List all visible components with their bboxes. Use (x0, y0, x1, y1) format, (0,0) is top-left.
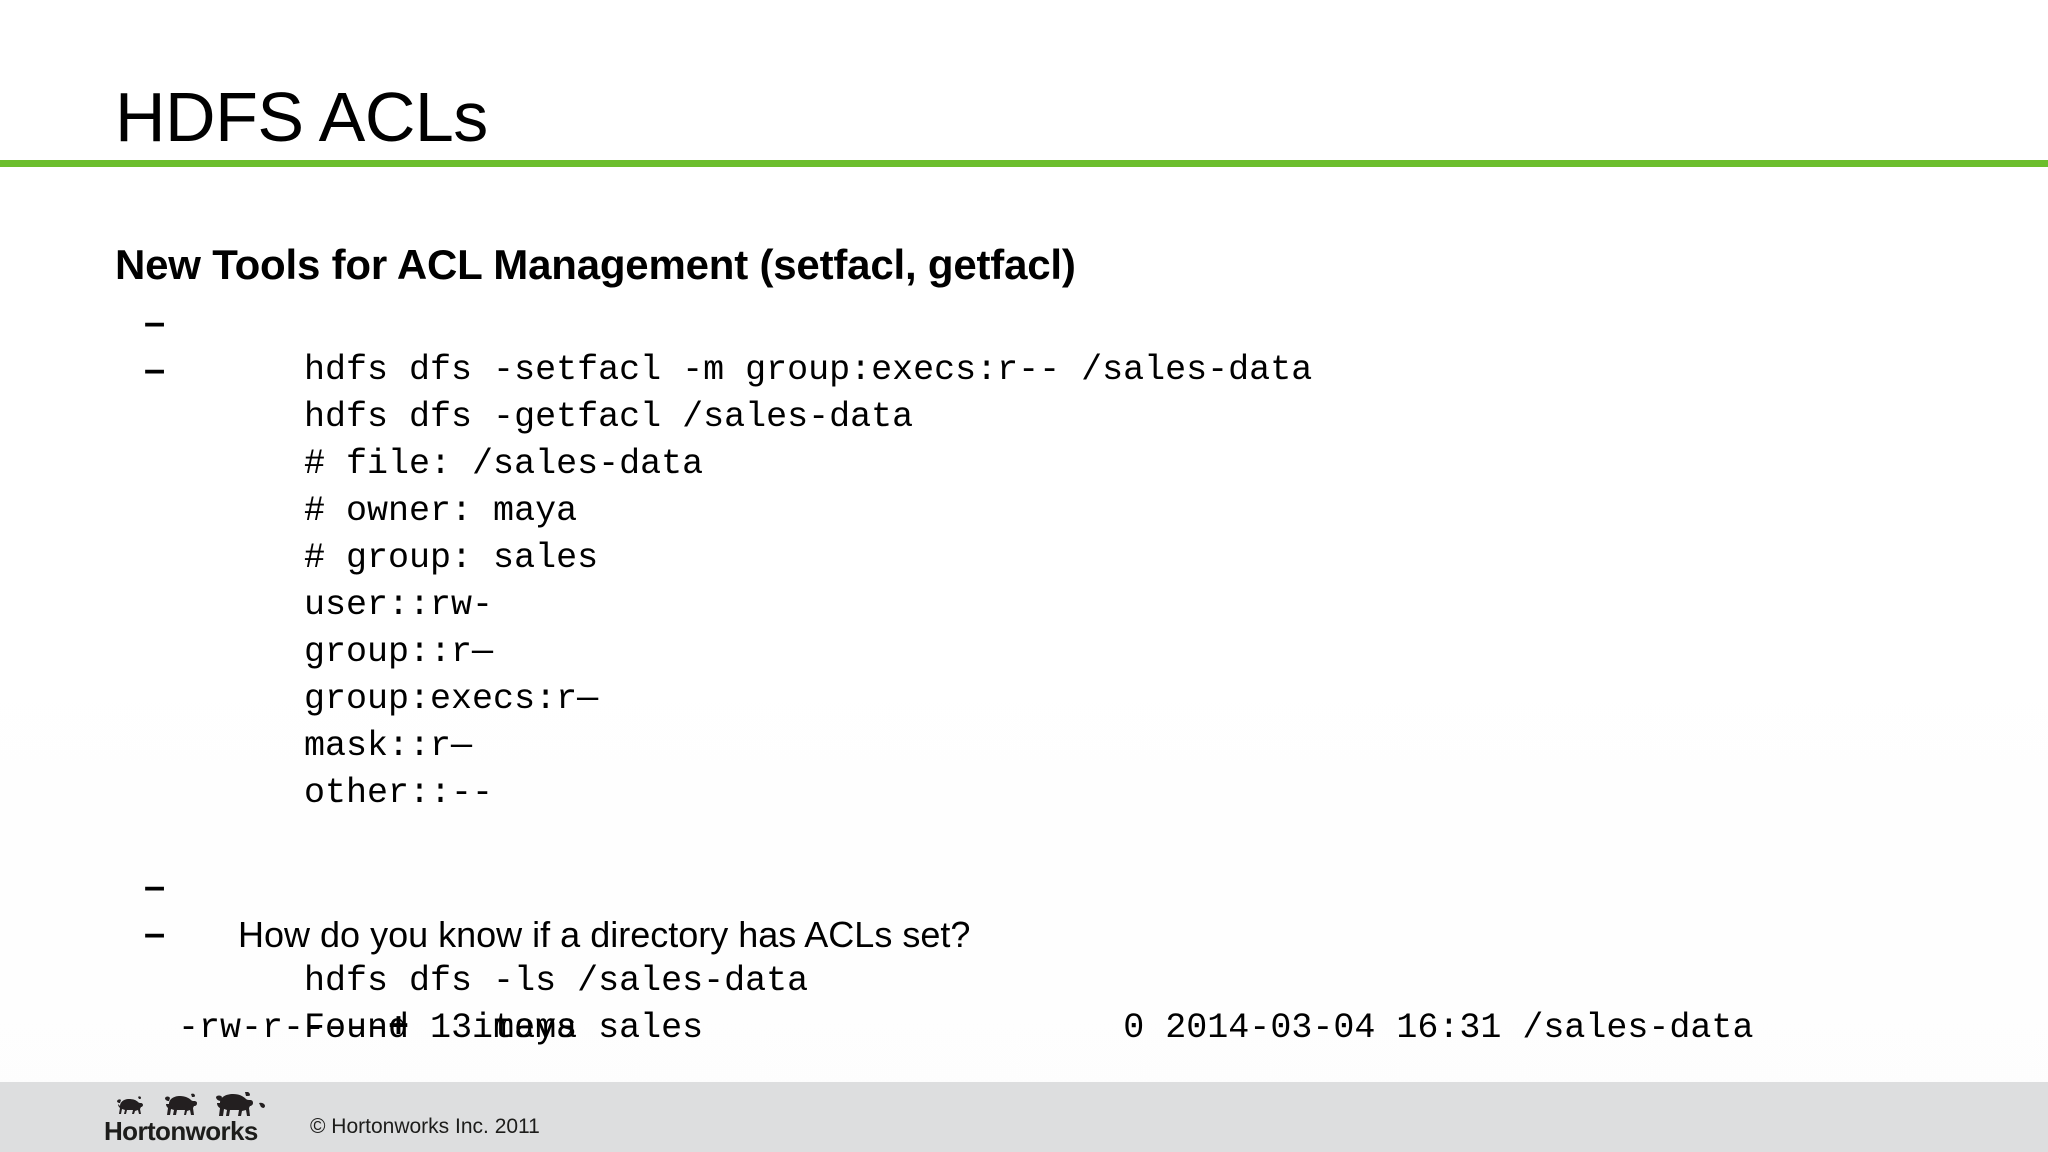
code-text: user::rw- (304, 585, 494, 625)
title-divider (0, 160, 2048, 167)
spacer (178, 817, 1978, 864)
code-line-acl-entry-group: group::r— (178, 582, 1978, 672)
bullet-dash-icon: – (144, 913, 166, 955)
ls-pad (409, 1008, 451, 1048)
footer-bar (0, 1082, 2048, 1152)
ls-space-5 (1501, 1008, 1522, 1048)
ls-pad-3 (913, 1008, 1123, 1048)
code-text: # owner: maya (304, 491, 578, 531)
code-line-acl-entry-mask: mask::r— (178, 676, 1978, 766)
code-line-acl-entry-user: user::rw- (178, 535, 1978, 625)
ls-space-3 (1144, 1008, 1165, 1048)
bullet-line-question: – How do you know if a directory has ACLs… (144, 864, 1978, 955)
ls-replication: 3 (451, 1008, 473, 1048)
code-line-getfacl-command: – hdfs dfs -getfacl /sales-data (144, 347, 1978, 437)
code-line-ls-out-found: Found 1 items (178, 958, 1978, 1048)
code-text: hdfs dfs -getfacl /sales-data (304, 397, 914, 437)
bullet-dash-icon: – (144, 866, 166, 908)
code-text: group:execs:r— (304, 679, 599, 719)
code-text: Found 1 items (304, 1008, 578, 1048)
ls-size: 0 (1123, 1008, 1145, 1048)
code-line-setfacl-command: – hdfs dfs -setfacl -m group:execs:r-- /s… (144, 300, 1978, 390)
code-line-acl-entry-other: other::-- (178, 723, 1978, 813)
bullet-text: How do you know if a directory has ACLs … (238, 914, 971, 955)
code-text: hdfs dfs -setfacl -m group:execs:r-- /sa… (304, 350, 1313, 390)
ls-date: 2014-03-04 (1165, 1008, 1376, 1048)
code-line-acl-entry-group-execs: group:execs:r— (178, 629, 1978, 719)
page-title: HDFS ACLs (115, 77, 488, 156)
code-text: # group: sales (304, 538, 599, 578)
code-line-ls-result-row: -rw-r-----+ 3 maya sales 0 2014-03-04 16… (178, 1005, 1978, 1052)
hortonworks-wordmark: Hortonworks (104, 1116, 258, 1146)
code-text: # file: /sales-data (304, 444, 704, 484)
elephants-icon (117, 1092, 265, 1116)
code-text: group::r— (304, 632, 494, 672)
ls-space-1 (472, 1008, 493, 1048)
code-line-getfacl-out-file: # file: /sales-data (178, 394, 1978, 484)
slide-body: – hdfs dfs -setfacl -m group:execs:r-- /s… (144, 300, 1978, 1052)
ls-owner: maya (493, 1008, 578, 1048)
code-text: other::-- (304, 773, 494, 813)
slide-subtitle: New Tools for ACL Management (setfacl, g… (115, 240, 1076, 288)
hortonworks-logo: Hortonworks (104, 1092, 284, 1150)
copyright-text: © Hortonworks Inc. 2011 (310, 1115, 540, 1138)
bullet-dash-icon: – (144, 349, 166, 391)
ls-space-4 (1375, 1008, 1396, 1048)
ls-path: /sales-data (1522, 1008, 1754, 1048)
code-text: hdfs dfs -ls /sales-data (304, 961, 809, 1001)
ls-permissions: -rw-r----- (178, 1008, 389, 1048)
ls-group: sales (598, 1008, 704, 1048)
ls-pad-2 (703, 1008, 913, 1048)
code-line-getfacl-out-owner: # owner: maya (178, 441, 1978, 531)
ls-space-2 (577, 1008, 598, 1048)
code-line-getfacl-out-group: # group: sales (178, 488, 1978, 578)
code-line-ls-command: – hdfs dfs -ls /sales-data (144, 911, 1978, 1001)
spacer (178, 770, 1978, 817)
ls-time: 16:31 (1396, 1008, 1502, 1048)
code-text: mask::r— (304, 726, 473, 766)
bullet-dash-icon: – (144, 302, 166, 344)
ls-acl-flag-icon: + (388, 1008, 410, 1048)
